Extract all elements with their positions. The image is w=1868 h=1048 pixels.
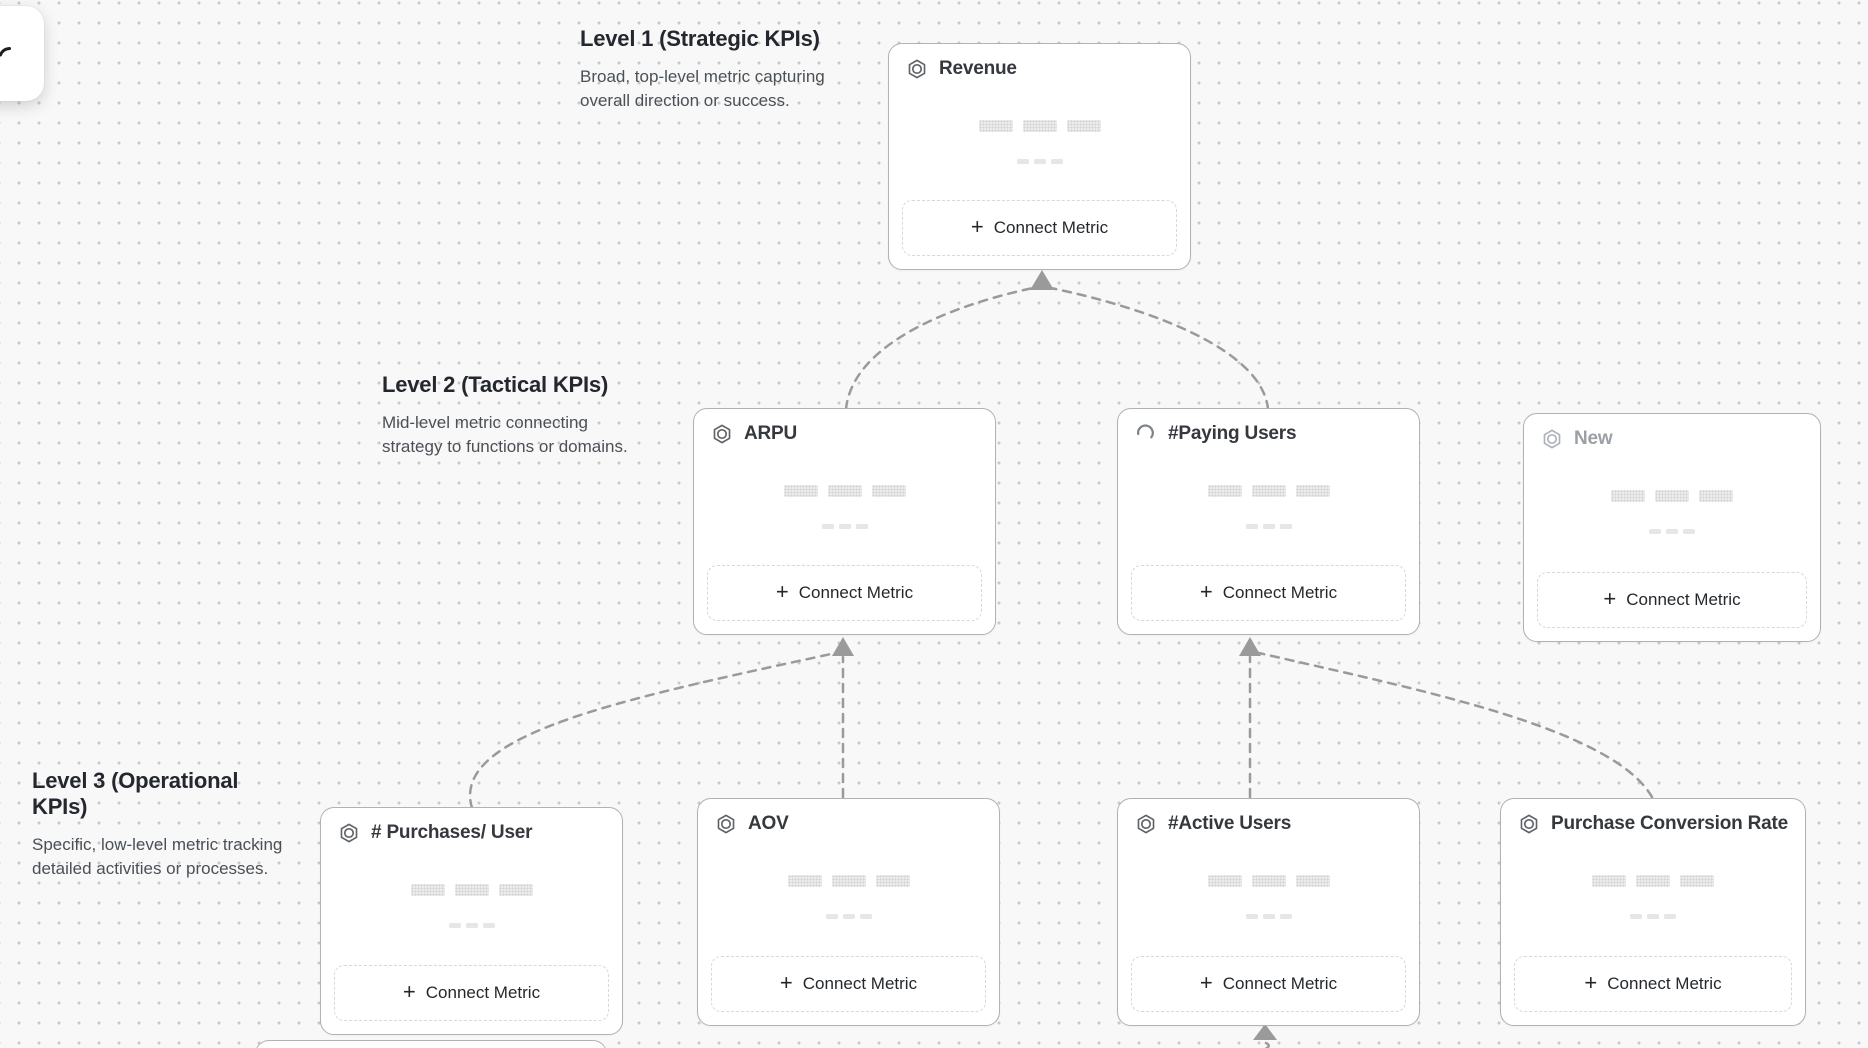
- card-header: #Paying Users: [1135, 423, 1405, 445]
- card-header: Revenue: [906, 58, 1176, 80]
- plus-icon: +: [779, 970, 793, 995]
- connect-metric-button[interactable]: + Connect Metric: [1514, 956, 1792, 1012]
- card-header: New: [1541, 428, 1806, 450]
- metric-card-aov[interactable]: AOV + Connect Metric: [697, 798, 1000, 1026]
- skeleton-placeholder: [1501, 914, 1805, 919]
- plus-icon: +: [970, 214, 984, 239]
- edge-payingusers-to-revenue: [1049, 286, 1270, 411]
- card-title: Revenue: [939, 58, 1017, 79]
- skeleton-placeholder: [694, 524, 995, 529]
- edge-offscreen-to-activeusers: [1264, 1041, 1270, 1048]
- card-header: AOV: [715, 813, 985, 835]
- card-title: #Paying Users: [1168, 423, 1297, 444]
- level-1-label: Level 1 (Strategic KPIs) Broad, top-leve…: [580, 26, 838, 113]
- connect-metric-button[interactable]: + Connect Metric: [334, 965, 609, 1021]
- connect-metric-label: Connect Metric: [1222, 974, 1338, 993]
- card-header: #Active Users: [1135, 813, 1405, 835]
- hexagon-metric-icon: [908, 59, 926, 79]
- card-header: ARPU: [711, 423, 981, 445]
- card-title: #Active Users: [1168, 813, 1292, 834]
- connect-metric-label: Connect Metric: [1607, 974, 1722, 993]
- plus-icon: +: [402, 979, 416, 1004]
- skeleton-placeholder: [1118, 914, 1419, 919]
- level-3-description: Specific, low-level metric tracking deta…: [32, 835, 283, 878]
- cursor-tool-icon: [0, 47, 11, 57]
- skeleton-placeholder: [1524, 490, 1820, 502]
- skeleton-placeholder: [321, 884, 622, 896]
- card-header: # Purchases/ User: [338, 822, 608, 844]
- loading-spinner-icon: [1137, 424, 1154, 439]
- skeleton-placeholder: [1501, 875, 1805, 887]
- skeleton-placeholder: [889, 120, 1190, 132]
- connect-metric-label: Connect Metric: [1222, 583, 1338, 602]
- edge-pcr-to-payingusers: [1257, 651, 1654, 799]
- connect-metric-label: Connect Metric: [425, 983, 541, 1002]
- level-2-label: Level 2 (Tactical KPIs) Mid-level metric…: [382, 372, 634, 459]
- edge-purchases-to-arpu: [468, 652, 833, 810]
- skeleton-placeholder: [321, 923, 622, 928]
- connect-metric-button[interactable]: + Connect Metric: [707, 565, 982, 621]
- plus-icon: +: [1584, 970, 1598, 995]
- plus-icon: +: [1603, 586, 1617, 611]
- skeleton-placeholder: [698, 914, 999, 919]
- connect-metric-label: Connect Metric: [1626, 590, 1741, 609]
- level-2-description: Mid-level metric connecting strategy to …: [382, 413, 628, 456]
- plus-icon: +: [1199, 970, 1213, 995]
- hexagon-metric-icon: [1520, 814, 1538, 834]
- connect-metric-label: Connect Metric: [802, 974, 918, 993]
- arrowhead-into-activeusers: [1253, 1024, 1277, 1040]
- connect-metric-button[interactable]: + Connect Metric: [711, 956, 986, 1012]
- edge-arpu-to-revenue: [844, 286, 1035, 411]
- connect-metric-label: Connect Metric: [798, 583, 914, 602]
- floating-toolbar-panel[interactable]: [0, 6, 44, 101]
- metric-card-paying-users[interactable]: #Paying Users + Connect Metric: [1117, 408, 1420, 635]
- connect-metric-button[interactable]: + Connect Metric: [1537, 572, 1807, 628]
- skeleton-placeholder: [1524, 529, 1820, 534]
- level-3-title: Level 3 (Operational KPIs): [32, 768, 239, 819]
- card-header: Purchase Conversion Rate: [1518, 813, 1791, 835]
- hexagon-metric-icon: [717, 814, 735, 834]
- card-title: New: [1574, 428, 1613, 449]
- hexagon-metric-icon: [1137, 814, 1155, 834]
- skeleton-placeholder: [1118, 524, 1419, 529]
- metric-card-revenue[interactable]: Revenue + Connect Metric: [888, 43, 1191, 270]
- connect-metric-button[interactable]: + Connect Metric: [1131, 565, 1406, 621]
- metric-card-arpu[interactable]: ARPU + Connect Metric: [693, 408, 996, 635]
- hexagon-metric-icon: [1543, 429, 1561, 449]
- metric-card-purchase-conversion-rate[interactable]: Purchase Conversion Rate + Connect Metri…: [1500, 798, 1806, 1026]
- arrowhead-into-revenue: [1030, 270, 1054, 290]
- connect-metric-button[interactable]: + Connect Metric: [1131, 956, 1406, 1012]
- level-1-description: Broad, top-level metric capturing overal…: [580, 67, 825, 110]
- metric-card-active-users[interactable]: #Active Users + Connect Metric: [1117, 798, 1420, 1026]
- level-2-title: Level 2 (Tactical KPIs): [382, 372, 609, 397]
- card-title: Purchase Conversion Rate: [1551, 813, 1789, 834]
- skeleton-placeholder: [1118, 485, 1419, 497]
- card-title: AOV: [748, 813, 789, 834]
- skeleton-placeholder: [1118, 875, 1419, 887]
- card-title: # Purchases/ User: [371, 822, 533, 843]
- hexagon-metric-icon: [713, 424, 731, 444]
- level-3-label: Level 3 (Operational KPIs) Specific, low…: [32, 768, 294, 881]
- skeleton-placeholder: [889, 159, 1190, 164]
- arrowhead-into-arpu: [832, 637, 854, 656]
- metric-card-new[interactable]: New + Connect Metric: [1523, 413, 1821, 642]
- card-title: ARPU: [744, 423, 798, 444]
- hexagon-metric-icon: [340, 823, 358, 843]
- arrowhead-into-payingusers: [1239, 637, 1261, 656]
- connect-metric-label: Connect Metric: [993, 218, 1109, 237]
- level-1-title: Level 1 (Strategic KPIs): [580, 26, 820, 51]
- connect-metric-button[interactable]: + Connect Metric: [902, 200, 1177, 256]
- metric-card-purchases-per-user[interactable]: # Purchases/ User + Connect Metric: [320, 807, 623, 1035]
- metric-card-partial-bottom[interactable]: [255, 1040, 607, 1048]
- plus-icon: +: [775, 579, 789, 604]
- skeleton-placeholder: [694, 485, 995, 497]
- plus-icon: +: [1199, 579, 1213, 604]
- skeleton-placeholder: [698, 875, 999, 887]
